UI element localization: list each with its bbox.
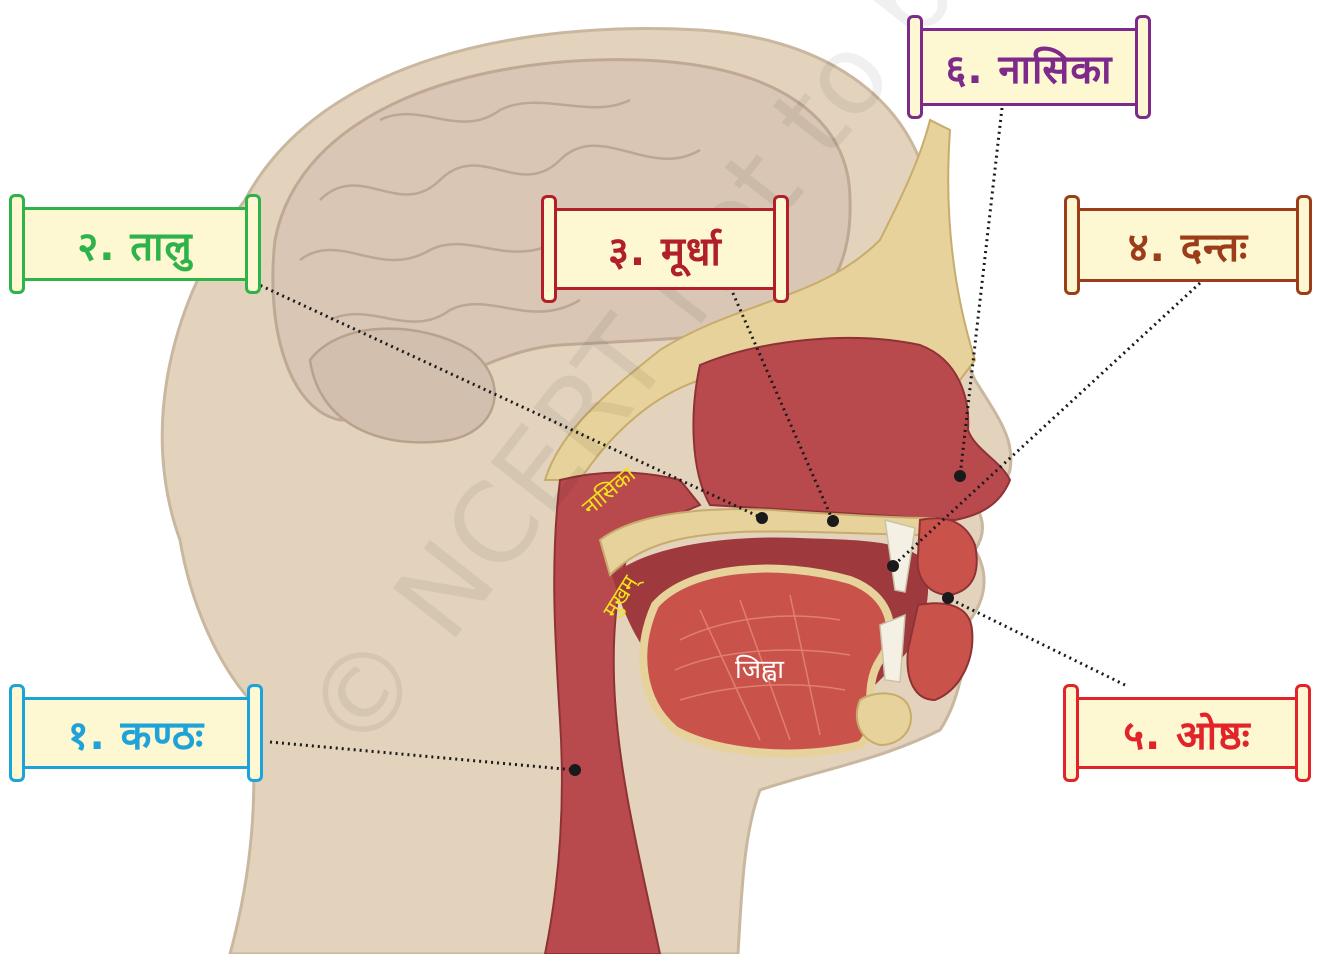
point-murdha bbox=[827, 515, 839, 527]
inner-label-jihva: जिह्वा bbox=[735, 650, 784, 686]
point-kantha bbox=[569, 764, 581, 776]
point-oshtha bbox=[942, 592, 954, 604]
lower-tooth bbox=[880, 615, 905, 682]
label-murdha: ३. मूर्धा bbox=[552, 208, 778, 290]
label-nasika: ६. नासिका bbox=[918, 28, 1140, 106]
label-oshtha: ५. ओष्ठः bbox=[1074, 697, 1300, 769]
label-kantha: १. कण्ठः bbox=[20, 697, 252, 769]
point-danta bbox=[887, 560, 899, 572]
point-talu bbox=[756, 512, 768, 524]
point-nasika bbox=[954, 470, 966, 482]
jaw-bone bbox=[857, 693, 911, 745]
label-danta: ४. दन्तः bbox=[1075, 208, 1301, 282]
lower-lip bbox=[907, 603, 972, 700]
label-talu: २. तालु bbox=[20, 207, 250, 281]
